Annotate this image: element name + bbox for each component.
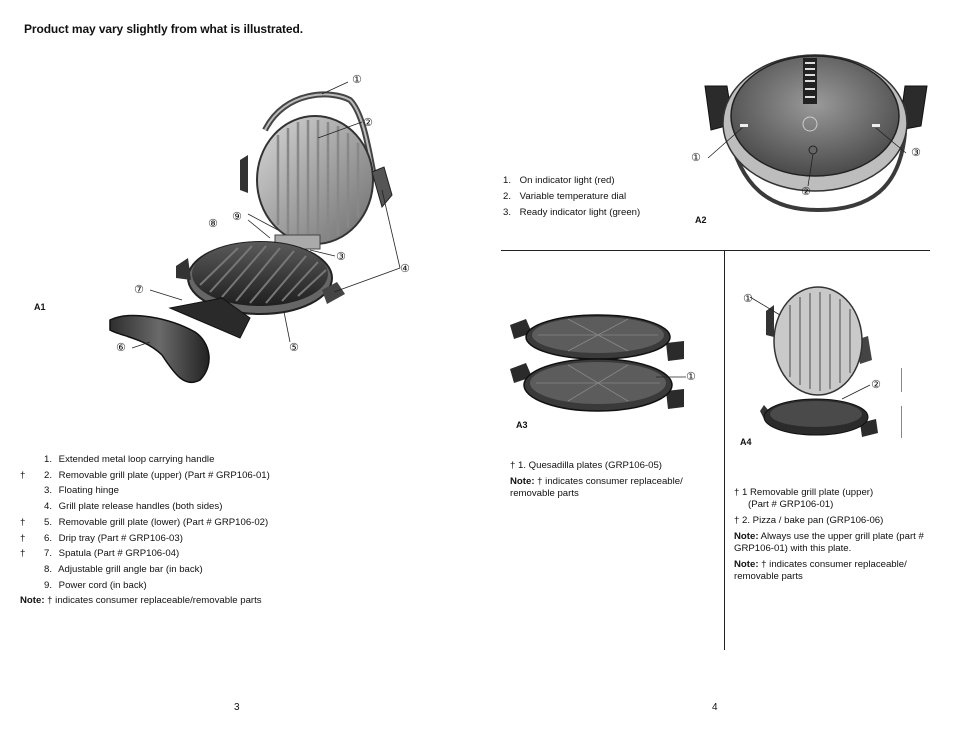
edge-mark [901, 406, 902, 438]
figure-label-a1: A1 [34, 302, 46, 312]
list-item: 8. Adjustable grill angle bar (in back) [44, 563, 203, 575]
list-item: † 1. Quesadilla plates (GRP106-05) [510, 460, 662, 471]
callout-1: ① [352, 73, 362, 86]
a4-description: † 1 Removable grill plate (upper) (Part … [734, 487, 926, 583]
list-item: 2. Variable temperature dial [503, 191, 627, 202]
list-item: 1. Extended metal loop carrying handle [44, 454, 215, 465]
list-item: 1. On indicator light (red) [503, 175, 615, 186]
figure-label-a2: A2 [695, 215, 707, 225]
page-number-right: 4 [712, 702, 718, 713]
edge-mark [901, 368, 902, 392]
section-divider-horizontal [501, 250, 930, 251]
page-number-left: 3 [234, 702, 240, 713]
page-heading: Product may vary slightly from what is i… [24, 22, 303, 36]
callout-a4-2: ② [871, 378, 881, 391]
callout-7: ⑦ [134, 283, 144, 296]
list-item: †5. Removable grill plate (lower) (Part … [20, 516, 269, 528]
list-item: 3. Ready indicator light (green) [503, 207, 641, 218]
callout-a2-2: ② [801, 185, 811, 198]
callout-8: ⑧ [208, 217, 218, 230]
quesadilla-plates-illustration-a3 [510, 314, 686, 412]
callout-4: ④ [400, 262, 410, 275]
grill-illustration-a1 [109, 81, 401, 384]
grill-illustration-a2 [704, 54, 928, 213]
note-upper-plate: Note: Always use the upper grill plate (… [734, 531, 924, 554]
figure-label-a3: A3 [516, 420, 528, 430]
note-replaceable-parts-a3: Note: † indicates consumer replaceable/ … [510, 476, 683, 499]
callout-9: ⑨ [232, 210, 242, 223]
callout-a2-3: ③ [911, 146, 921, 159]
grill-plate-pizza-pan-illustration-a4 [749, 286, 878, 437]
list-item: 9. Power cord (in back) [44, 579, 147, 591]
callout-a3-1: ① [686, 370, 696, 383]
parts-list-a2: 1. On indicator light (red) 2. Variable … [503, 173, 640, 221]
a3-description: † 1. Quesadilla plates (GRP106-05) Note:… [510, 460, 710, 500]
note-replaceable-parts-a4: Note: † indicates consumer replaceable/ … [734, 559, 907, 582]
parts-list-a1: 1. Extended metal loop carrying handle †… [20, 452, 270, 609]
list-item: 3. Floating hinge [44, 485, 119, 497]
callout-3: ③ [336, 250, 346, 263]
list-item: †6. Drip tray (Part # GRP106-03) [20, 532, 183, 544]
figure-label-a4: A4 [740, 437, 752, 447]
callout-a4-1: ① [743, 292, 753, 305]
list-item-continued: (Part # GRP106-01) [748, 499, 834, 510]
callout-2: ② [363, 116, 373, 129]
list-item: †7. Spatula (Part # GRP106-04) [20, 548, 180, 560]
section-divider-vertical [724, 250, 725, 650]
callout-5: ⑤ [289, 341, 299, 354]
note-replaceable-parts: Note: † indicates consumer replaceable/r… [20, 595, 262, 607]
list-item: † 1 Removable grill plate (upper) [734, 487, 874, 498]
callout-6: ⑥ [116, 341, 126, 354]
list-item: † 2. Pizza / bake pan (GRP106-06) [734, 515, 884, 526]
list-item: †2. Removable grill plate (upper) (Part … [20, 469, 270, 481]
callout-a2-1: ① [691, 151, 701, 164]
list-item: 4. Grill plate release handles (both sid… [44, 501, 223, 513]
